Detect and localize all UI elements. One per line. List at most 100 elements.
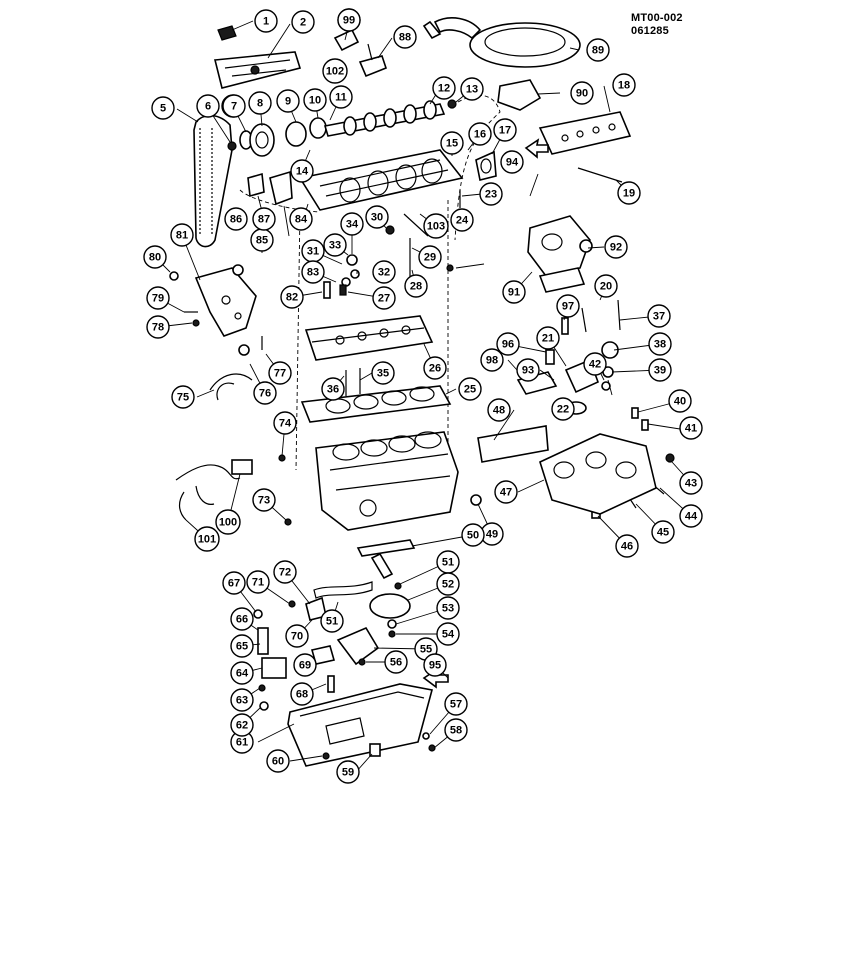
callout-number: 39 [654, 365, 666, 377]
callout-balloon [273, 560, 297, 584]
callout-number: 61 [236, 737, 248, 749]
air-cleaner [422, 17, 581, 68]
callout-balloon [273, 411, 297, 435]
callout-number: 85 [256, 235, 268, 247]
callout-balloon [146, 315, 170, 339]
head-gasket [300, 385, 452, 423]
callout-20: 20 [594, 274, 618, 298]
callout-73: 73 [252, 488, 276, 512]
callout-number: 29 [424, 252, 436, 264]
callout-number: 83 [307, 267, 319, 279]
callout-2: 2 [291, 10, 315, 34]
callout-97: 97 [556, 294, 580, 318]
callout-10: 10 [303, 88, 327, 112]
callout-72: 72 [273, 560, 297, 584]
callout-number: 49 [486, 529, 498, 541]
callout-number: 38 [654, 339, 666, 351]
air-cleaner-gasket [497, 79, 542, 111]
callout-number: 94 [506, 157, 519, 169]
callout-balloon [468, 122, 492, 146]
callout-number: 95 [429, 660, 441, 672]
callout-balloon [479, 182, 503, 206]
callout-balloon [648, 332, 672, 356]
callout-40: 40 [668, 389, 692, 413]
callout-38: 38 [648, 332, 672, 356]
callout-43: 43 [679, 471, 703, 495]
sensor-wire [209, 373, 253, 401]
callout-number: 44 [685, 511, 698, 523]
callout-number: 58 [450, 725, 462, 737]
callout-balloon [480, 348, 504, 372]
callout-number: 32 [378, 267, 390, 279]
callout-balloon [365, 205, 389, 229]
callout-number: 36 [327, 384, 339, 396]
callout-number: 28 [410, 281, 422, 293]
callout-60: 60 [266, 749, 290, 773]
callout-balloon [336, 760, 360, 784]
callout-number: 7 [231, 101, 237, 113]
callout-balloon [436, 622, 460, 646]
callout-65: 65 [230, 634, 254, 658]
callout-51: 51 [320, 609, 344, 633]
callout-balloon [384, 650, 408, 674]
callout-balloon [583, 352, 607, 376]
callout-12: 12 [432, 76, 456, 100]
callout-balloon [323, 233, 347, 257]
callout-91: 91 [502, 280, 526, 304]
callout-number: 97 [562, 301, 574, 313]
callout-number: 52 [442, 579, 454, 591]
callout-number: 23 [485, 189, 497, 201]
callout-number: 70 [291, 631, 303, 643]
callout-balloon [291, 10, 315, 34]
callout-balloon [570, 81, 594, 105]
callout-balloon [230, 688, 254, 712]
callout-balloon [494, 480, 518, 504]
callout-number: 19 [623, 188, 635, 200]
callout-number: 60 [272, 756, 284, 768]
callout-75: 75 [171, 385, 195, 409]
callout-23: 23 [479, 182, 503, 206]
callout-balloon [551, 397, 575, 421]
callout-number: 76 [259, 388, 271, 400]
callout-balloon [290, 159, 314, 183]
callout-balloon [436, 572, 460, 596]
callout-balloon [289, 207, 313, 231]
callout-balloon [248, 91, 272, 115]
callout-number: 43 [685, 478, 697, 490]
callout-balloon [502, 280, 526, 304]
callout-93: 93 [516, 358, 540, 382]
callout-68: 68 [290, 682, 314, 706]
callout-16: 16 [468, 122, 492, 146]
callout-number: 67 [228, 578, 240, 590]
callout-balloon [679, 416, 703, 440]
callout-number: 55 [420, 644, 432, 656]
callout-layer: 1234567891011121314151617181920212223242… [143, 8, 703, 784]
callout-48: 48 [487, 398, 511, 422]
callout-number: 48 [493, 405, 505, 417]
callout-14: 14 [290, 159, 314, 183]
callout-8: 8 [248, 91, 272, 115]
callout-69: 69 [293, 653, 317, 677]
accessory-bracket [194, 264, 257, 337]
callout-number: 21 [542, 333, 554, 345]
callout-balloon [280, 285, 304, 309]
oil-pickup-tube [356, 539, 416, 580]
callout-number: 69 [299, 660, 311, 672]
bracket-99 [333, 28, 360, 52]
callout-number: 50 [467, 530, 479, 542]
callout-number: 6 [205, 101, 211, 113]
callout-90: 90 [570, 81, 594, 105]
callout-balloon [340, 212, 364, 236]
callout-balloon [496, 332, 520, 356]
callout-74: 74 [273, 411, 297, 435]
callout-balloon [170, 223, 194, 247]
callout-18: 18 [612, 73, 636, 97]
callout-17: 17 [493, 118, 517, 142]
callout-balloon [444, 718, 468, 742]
callout-balloon [151, 96, 175, 120]
callout-balloon [536, 326, 560, 350]
callout-87: 87 [252, 207, 276, 231]
callout-number: 86 [230, 214, 242, 226]
cam-sprocket [227, 117, 327, 157]
